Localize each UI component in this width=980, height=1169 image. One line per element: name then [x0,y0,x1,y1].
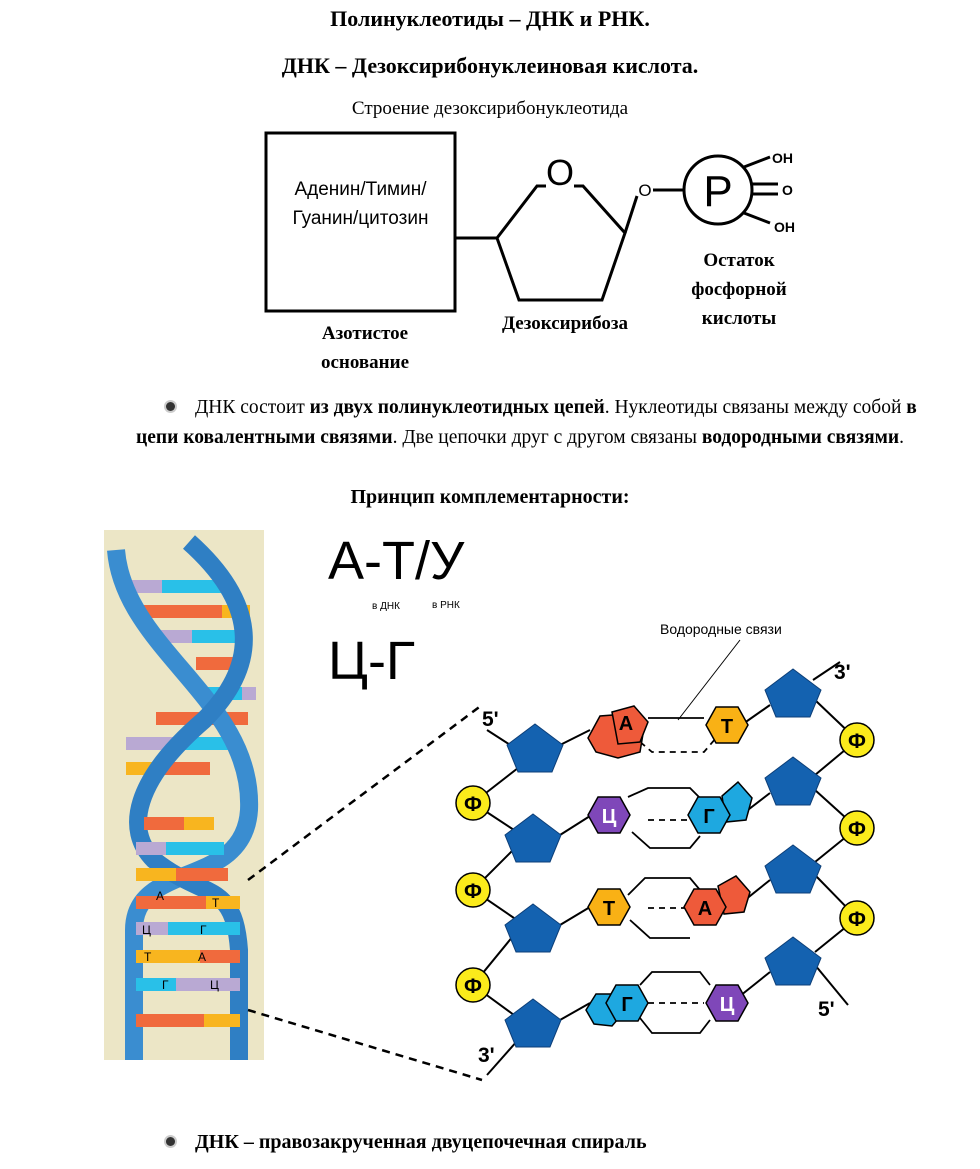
footer-bullet-text: ДНК – правозакрученная двуцепочечная спи… [195,1131,647,1153]
dna-ladder-diagram: А Т Ц Г Т А Г Ц Ф Ф Ф Ф Ф Ф 5' 3' 3' 5' … [247,621,875,1082]
helix-illustration: А Т Ц Г Т А Г Ц [104,530,264,1060]
helix-strand-2 [129,535,253,1060]
guanine-base-2 [605,984,649,1022]
left-phosphates: Ф Ф Ф [455,785,491,1003]
oh-bottom: OH [774,219,795,235]
base-label: Азотистое основание [290,319,440,377]
base-label-r2-left: Ц [602,806,617,828]
pair-at: А-Т/У [328,531,465,591]
hydrogen-bonds [627,717,717,1034]
helix-letter-t2: Т [144,950,152,964]
zoom-line-bottom [247,1008,483,1082]
principle-heading: Принцип комплементарности: [350,486,630,508]
phosphorus-symbol: P [703,167,732,216]
oh-top: OH [772,150,793,166]
helix-letter-t: Т [212,896,220,910]
footer-bullet: ДНК – правозакрученная двуцепочечная спи… [136,1131,647,1154]
base-box [264,131,457,313]
note-rna: в РНК [432,600,460,611]
end-5-top: 5' [482,708,499,731]
phosphate-circle [682,154,754,226]
base-label-r4-right: Ц [720,994,735,1016]
base-label-line-1: Азотистое [321,323,409,344]
end-3-bottom: 3' [478,1044,495,1067]
end-3-top: 3' [834,661,851,684]
phosphate-label: Ф [464,880,482,903]
right-sugars [764,668,822,986]
adenine-base-2 [683,888,727,926]
zoom-line-top [247,703,483,882]
note-dna: в ДНК [372,601,400,612]
o-mid: O [782,182,793,198]
link-oxygen: O [638,181,651,200]
helix-strand-1 [107,548,259,1060]
phosphate-label: Ф [848,818,866,841]
helix-letter-c2: Ц [210,978,219,992]
bullet-icon [166,1136,175,1146]
nucleotide-diagram: O O P OH O OH [264,131,795,313]
end-5-bottom: 5' [818,998,835,1021]
right-phosphates: Ф Ф Ф [839,722,875,936]
base-label-r4-left: Г [621,994,632,1016]
base-label-r3-left: Т [603,898,615,920]
ring-oxygen: O [546,152,574,193]
phosphate-label: Ф [848,730,866,753]
bullet-icon [166,402,175,412]
helix-letter-g2: Г [162,978,169,992]
page-title: Полинуклеотиды – ДНК и РНК. [330,6,650,31]
structure-caption: Строение дезоксирибонуклеотида [351,98,629,119]
base-label-r3-right: А [698,898,712,920]
left-sugars [504,723,564,1048]
sugar-label: Дезоксирибоза [501,313,628,334]
helix-letter-a2: А [198,950,206,964]
phosphate-label-line-1: Остаток [703,250,775,271]
thymine-base-2 [587,888,631,926]
base-line-2: Гуанин/цитозин [292,208,429,229]
helix-rungs-lower [136,817,240,1027]
thymine-base-1 [705,706,749,744]
phosphate-label: Ф [848,908,866,931]
base-label-r2-right: Г [703,806,714,828]
cytosine-base-2 [705,984,749,1022]
pair-cg: Ц-Г [328,631,416,691]
phosphate-label: Остаток фосфорной кислоты [664,246,814,333]
helix-letter-a: А [156,889,164,903]
helix-letter-g: Г [200,923,207,937]
dna-description: ДНК состоит из двух полинуклеотидных цеп… [136,397,917,448]
sugar-o-bond [623,195,639,234]
base-line-1: Аденин/Тимин/ [294,179,427,200]
sugar-base-links [559,704,771,1021]
guanine-base-1 [687,796,731,834]
hydrogen-bonds-label: Водородные связи [660,621,782,637]
phosphate-label: Ф [464,793,482,816]
base-label-line-2: основание [321,352,409,373]
cytosine-base-1 [587,796,631,834]
phosphate-label-line-3: кислоты [701,308,777,329]
base-label-r1-left: А [619,713,633,735]
ring-o-gap [546,160,574,194]
page-subtitle: ДНК – Дезоксирибонуклеиновая кислота. [281,53,699,78]
helix-letter-c: Ц [142,923,151,937]
base-box-text: Аденин/Тимин/ Гуанин/цитозин [268,175,453,233]
phosphate-label-line-2: фосфорной [691,279,787,300]
phosphate-label: Ф [464,975,482,998]
base-label-r1-right: Т [721,716,733,738]
